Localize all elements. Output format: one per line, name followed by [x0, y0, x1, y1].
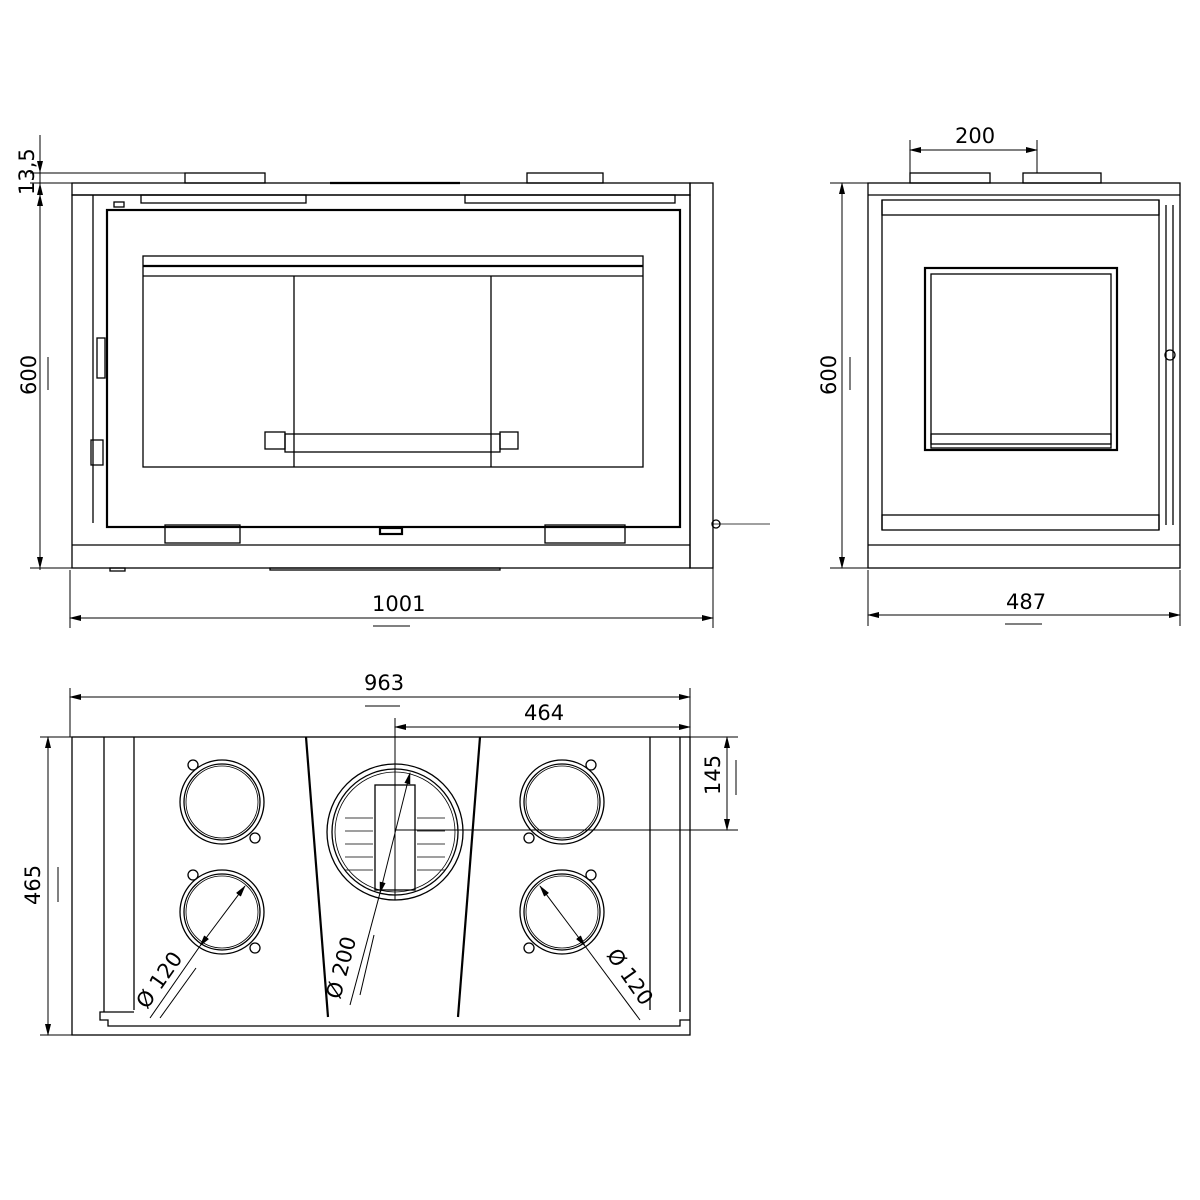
- dim-top-width: 963: [364, 671, 404, 695]
- dim-flue-spacing: 200: [955, 124, 995, 148]
- dim-top-depth: 465: [21, 865, 45, 905]
- duct-left-bottom: [179, 869, 265, 955]
- duct-left-top: [179, 759, 265, 845]
- dim-left-duct-diameter: Ø 120: [131, 947, 187, 1013]
- dim-side-height: 600: [817, 355, 841, 395]
- duct-right-top: [519, 759, 605, 845]
- top-view-dimensions: 963 464 145 465 Ø 120 Ø 200 Ø 120: [21, 671, 738, 1036]
- dim-top-height: 13,5: [15, 148, 39, 195]
- front-view: [71, 172, 770, 572]
- dim-front-height: 600: [17, 355, 41, 395]
- duct-right-bottom: [519, 869, 605, 955]
- front-view-dimensions: 13,5 600 1001: [15, 135, 714, 628]
- top-view: [71, 736, 691, 1036]
- dim-side-depth: 487: [1006, 590, 1046, 614]
- dim-flue-offset: 464: [524, 701, 564, 725]
- dim-center-flue-diameter: Ø 200: [322, 934, 362, 1001]
- dim-front-width: 1001: [372, 592, 425, 616]
- side-view-dimensions: 200 600 487: [817, 124, 1181, 626]
- side-view: [867, 172, 1181, 569]
- dim-flue-depth: 145: [701, 755, 725, 795]
